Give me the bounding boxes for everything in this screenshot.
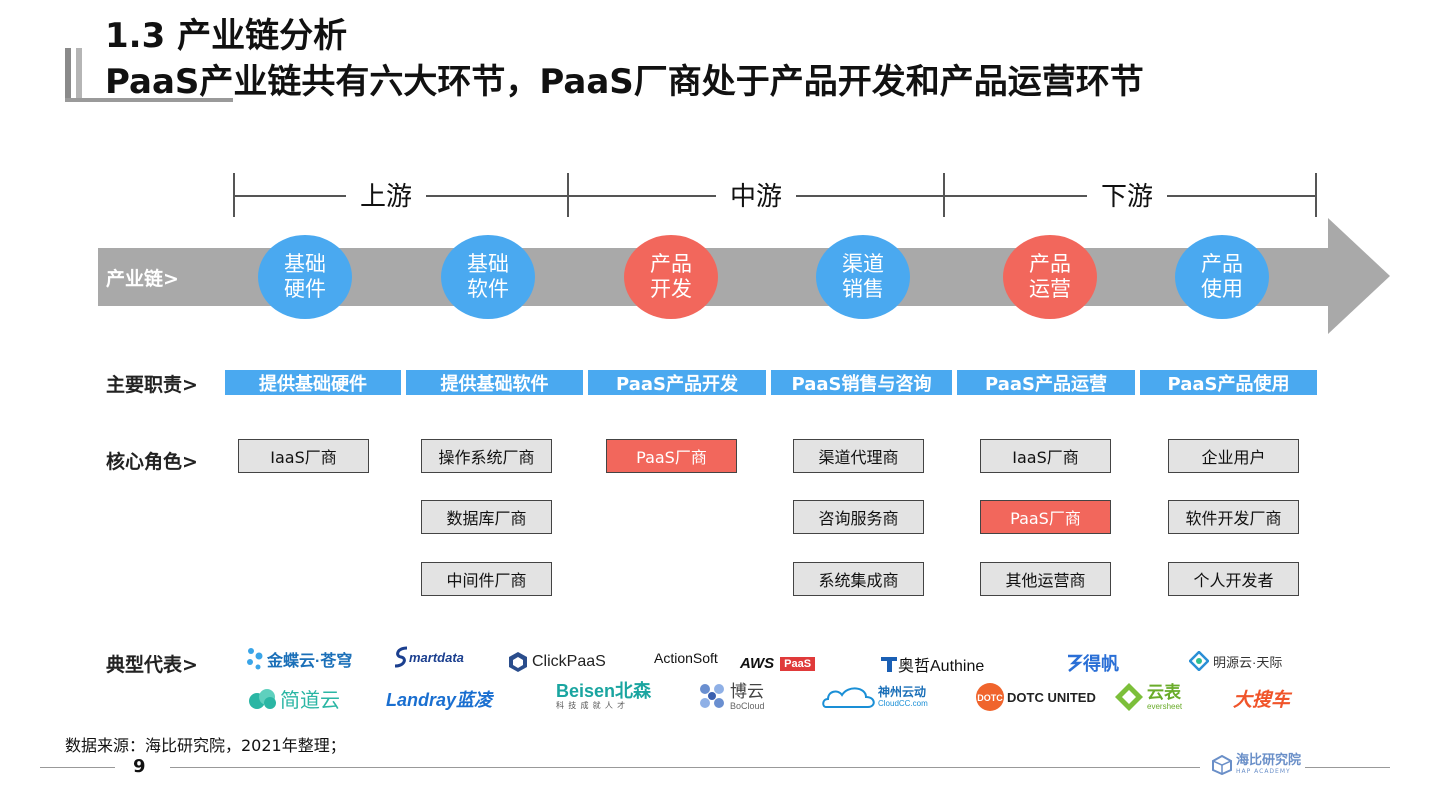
svg-text:DOTC: DOTC xyxy=(977,693,1003,703)
duty-item: PaaS销售与咨询 xyxy=(771,370,952,395)
role-box: 数据库厂商 xyxy=(421,500,552,534)
defan-logo: 得帆 xyxy=(1065,650,1119,676)
chain-node-product-development: 产品开发 xyxy=(624,235,718,319)
landray-logo: Landray蓝凌 xyxy=(386,690,493,710)
kingdee-logo: 金蝶云·苍穹 xyxy=(245,646,352,672)
chain-node-product-operation: 产品运营 xyxy=(1003,235,1097,319)
eversheet-logo: 云表 eversheet xyxy=(1114,682,1182,712)
chain-arrow-head xyxy=(1328,218,1390,334)
data-source-note: 数据来源：海比研究院，2021年整理； xyxy=(65,736,346,755)
clickpaas-icon xyxy=(509,652,527,672)
duty-item: 提供基础软件 xyxy=(406,370,583,395)
brand-logo: 海比研究院 HAP ACADEMY xyxy=(1212,754,1301,776)
midstream-label: 中游 xyxy=(716,176,797,213)
section-title: 1.3 产业链分析 xyxy=(105,16,348,56)
chain-node-basic-hardware: 基础硬件 xyxy=(258,235,352,319)
duty-item: PaaS产品开发 xyxy=(588,370,766,395)
role-box: IaaS厂商 xyxy=(238,439,369,473)
mingyuan-logo: 明源云·天际 xyxy=(1189,651,1282,671)
role-box: 咨询服务商 xyxy=(793,500,924,534)
cloudcc-icon xyxy=(822,687,875,708)
clickpaas-logo: ClickPaaS xyxy=(508,651,606,673)
stream-tick xyxy=(1315,173,1317,217)
role-box: 其他运营商 xyxy=(980,562,1111,596)
stream-tick xyxy=(567,173,569,217)
role-box-highlight: PaaS厂商 xyxy=(606,439,737,473)
representatives-row-label: 典型代表> xyxy=(106,654,198,676)
role-box: 系统集成商 xyxy=(793,562,924,596)
bocloud-icon xyxy=(700,684,724,708)
role-box: 中间件厂商 xyxy=(421,562,552,596)
upstream-label: 上游 xyxy=(346,176,427,213)
stream-tick xyxy=(943,173,945,217)
mingyuan-icon xyxy=(1189,651,1209,671)
eversheet-icon xyxy=(1115,683,1143,711)
chain-row-label: 产业链> xyxy=(106,268,179,290)
role-box: 企业用户 xyxy=(1168,439,1299,473)
dasouche-logo: 大搜车 xyxy=(1233,690,1291,711)
downstream-label: 下游 xyxy=(1087,176,1168,213)
dotc-united-logo: DOTC DOTC UNITED xyxy=(975,682,1096,712)
brand-cube-icon xyxy=(1212,755,1232,775)
kingdee-icon xyxy=(247,648,263,670)
jiandaoyun-icon xyxy=(249,688,276,709)
aws-paas-logo: AWS PaaS xyxy=(740,655,816,672)
slide-title: PaaS产业链共有六大环节，PaaS厂商处于产品开发和产品运营环节 xyxy=(105,62,1144,102)
duty-item: PaaS产品运营 xyxy=(957,370,1135,395)
stream-tick xyxy=(233,173,235,217)
jiandaoyun-logo: 简道云 xyxy=(248,684,340,713)
chain-node-product-usage: 产品使用 xyxy=(1175,235,1269,319)
duty-item: 提供基础硬件 xyxy=(225,370,401,395)
title-decoration xyxy=(65,48,71,100)
role-box: 个人开发者 xyxy=(1168,562,1299,596)
role-box: IaaS厂商 xyxy=(980,439,1111,473)
title-decoration xyxy=(76,48,82,100)
bocloud-logo: 博云 BoCloud xyxy=(697,681,765,711)
dotc-icon: DOTC xyxy=(976,683,1004,711)
chain-node-basic-software: 基础软件 xyxy=(441,235,535,319)
defan-icon xyxy=(1068,654,1083,672)
footer-divider xyxy=(170,767,1200,768)
footer-divider xyxy=(1305,767,1390,768)
actionsoft-logo: ActionSoft xyxy=(654,650,718,666)
role-box: 操作系统厂商 xyxy=(421,439,552,473)
smartdata-logo: martdata xyxy=(393,646,464,668)
page-number: 9 xyxy=(133,756,146,777)
roles-row-label: 核心角色> xyxy=(106,451,198,473)
duty-item: PaaS产品使用 xyxy=(1140,370,1317,395)
footer-divider xyxy=(40,767,115,768)
authine-logo: 奥哲Authine xyxy=(880,652,984,676)
title-underline xyxy=(65,98,233,102)
beisen-logo: Beisen北森 科 技 成 就 人 才 xyxy=(556,681,652,710)
authine-icon xyxy=(881,657,897,672)
chain-node-channel-sales: 渠道销售 xyxy=(816,235,910,319)
duties-row-label: 主要职责> xyxy=(106,374,198,396)
role-box: 渠道代理商 xyxy=(793,439,924,473)
cloudcc-logo: 神州云动 CloudCC.com xyxy=(822,683,928,709)
role-box: 软件开发厂商 xyxy=(1168,500,1299,534)
smartdata-icon xyxy=(394,646,408,668)
role-box-highlight: PaaS厂商 xyxy=(980,500,1111,534)
